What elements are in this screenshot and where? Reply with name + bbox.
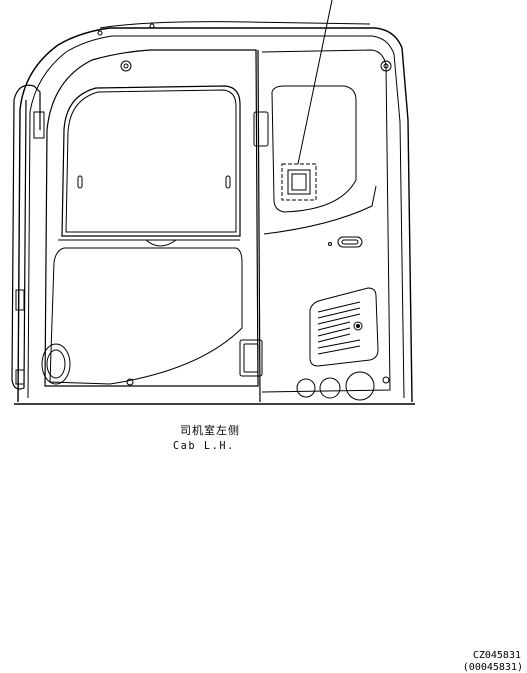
cab-inner-frame <box>27 35 405 399</box>
vent-screw <box>353 321 363 331</box>
door-bolt <box>123 63 129 69</box>
caption-chinese: 司机室左侧 <box>180 424 240 437</box>
caption-english: Cab L.H. <box>172 439 236 452</box>
drawing-code: CZ045831 <box>472 650 521 661</box>
door-lock-slot-inner <box>341 239 359 245</box>
roof-bolt <box>97 30 103 36</box>
rear-bolt <box>383 63 389 69</box>
vent-screw-center <box>356 324 360 328</box>
door-lower-contour <box>49 247 243 385</box>
door-handle-inner <box>243 343 259 373</box>
rear-bolt <box>382 376 390 384</box>
leader-line <box>297 0 333 165</box>
window-latch <box>77 175 83 189</box>
door-handle <box>239 339 263 377</box>
panel-divider <box>257 49 261 403</box>
rear-window <box>271 85 357 213</box>
door-bolt <box>120 60 132 72</box>
rear-side-panel <box>261 49 391 393</box>
window-handle-recess <box>145 239 177 247</box>
door-window <box>61 85 241 237</box>
speaker-grille-inner <box>46 349 66 379</box>
rear-bolt <box>380 60 392 72</box>
rear-window-seal <box>263 185 377 235</box>
speaker-grille <box>41 343 71 385</box>
handrail-bracket <box>15 289 25 311</box>
door-lock-slot <box>337 236 363 248</box>
rear-plug-large <box>345 371 375 401</box>
roof-bolt <box>149 23 155 29</box>
upper-hinge <box>253 111 269 147</box>
door-panel <box>44 49 259 387</box>
handrail-bracket <box>33 111 45 139</box>
window-latch <box>225 175 231 189</box>
front-handrail <box>11 84 41 390</box>
safety-label <box>287 169 311 195</box>
safety-label-inner <box>291 173 307 191</box>
rear-plug-medium <box>319 377 341 399</box>
rear-plug-small <box>296 378 316 398</box>
vent-louvers <box>317 301 361 355</box>
part-code: (00045831) <box>462 662 523 673</box>
door-bolt <box>126 378 134 386</box>
roof-edge <box>99 21 371 29</box>
handrail-bracket <box>15 369 25 385</box>
label-location-box <box>281 163 317 201</box>
cab-outer-frame <box>17 27 413 403</box>
air-vent <box>309 287 379 367</box>
panel-screw <box>328 242 332 246</box>
door-window-inner <box>65 89 237 233</box>
